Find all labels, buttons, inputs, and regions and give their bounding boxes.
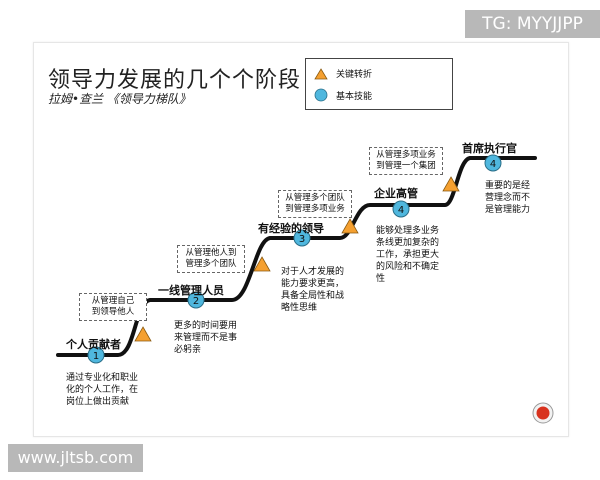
stage-description-5: 重要的是经 营理念而不 是管理能力	[485, 181, 531, 215]
stage-number-4: 4	[398, 205, 404, 216]
stage-description-1: 通过专业化和职业 化的个人工作，在 岗位上做出贡献	[66, 373, 139, 407]
legend: 关键转折 基本技能	[305, 58, 453, 110]
diagram-title: 领导力发展的几个个阶段	[48, 68, 302, 93]
record-button[interactable]	[532, 402, 554, 424]
stage-circle-4: 4	[392, 200, 410, 218]
stage-number-1: 1	[93, 351, 99, 362]
transition-triangle-3	[341, 218, 359, 234]
diagram-subtitle: 拉姆•查兰 《领导力梯队》	[48, 92, 191, 106]
circle-icon	[314, 88, 328, 102]
stage-name-5: 首席执行官	[462, 142, 517, 155]
transition-triangle-2	[253, 256, 271, 272]
stage-description-2: 更多的时间要用 来管理而不是事 必躬亲	[174, 321, 238, 355]
stage-circle-5: 4	[484, 154, 502, 172]
stage-name-2: 一线管理人员	[158, 284, 224, 297]
stage-circle-1: 1	[87, 346, 105, 364]
legend-item-triangle: 关键转折	[314, 67, 372, 80]
transition-triangle-1	[134, 326, 152, 342]
stage-description-3: 对于人才发展的 能力要求更高， 具备全局性和战 略性思维	[281, 267, 345, 313]
legend-item-circle: 基本技能	[314, 88, 372, 102]
stage-number-5: 4	[490, 159, 496, 170]
stage-number-3: 3	[299, 234, 305, 245]
stage-number-2: 2	[193, 296, 199, 307]
stage-circle-2: 2	[187, 291, 205, 309]
stage-circle-3: 3	[293, 229, 311, 247]
stage-name-4: 企业高管	[374, 187, 418, 200]
transition-box-2: 从管理他人到 管理多个团队	[177, 245, 245, 273]
transition-box-4: 从管理多项业务 到管理一个集团	[369, 147, 443, 175]
watermark-bottom: www.jltsb.com	[8, 444, 143, 472]
triangle-icon	[314, 67, 328, 79]
transition-triangle-4	[442, 176, 460, 192]
staircase-path	[56, 156, 537, 357]
stage-name-3: 有经验的领导	[258, 222, 324, 235]
legend-triangle-label: 关键转折	[336, 70, 373, 80]
stage-description-4: 能够处理多业务 条线更加复杂的 工作，承担更大 的风险和不确定 性	[376, 226, 440, 284]
transition-box-1: 从管理自己 到领导他人	[79, 293, 147, 321]
watermark-top: TG: MYYJJPP	[465, 10, 600, 38]
stage-name-1: 个人贡献者	[66, 338, 121, 351]
legend-circle-label: 基本技能	[336, 91, 373, 102]
transition-box-3: 从管理多个团队 到管理多项业务	[278, 190, 352, 218]
